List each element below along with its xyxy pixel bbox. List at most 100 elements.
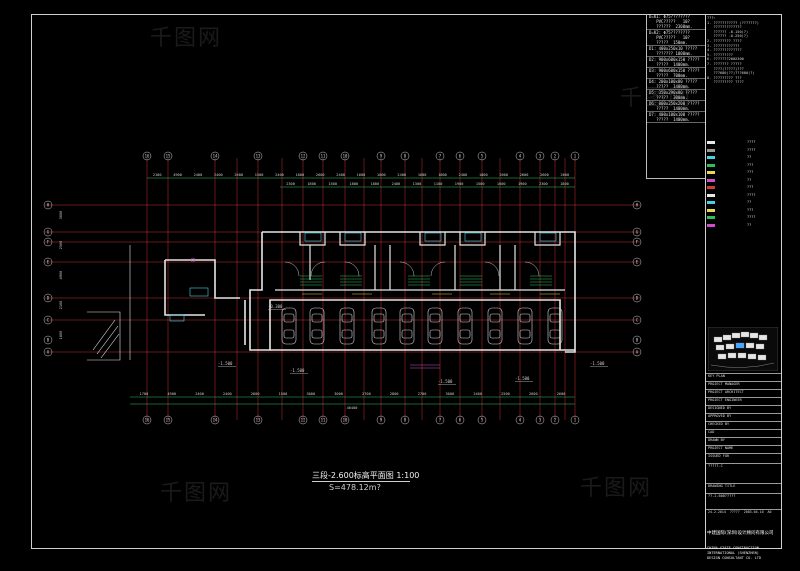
dimension-label: 1800 [296, 173, 305, 177]
fixtures [169, 232, 557, 322]
titleblock-cell: PROJECT MANAGER [706, 381, 781, 387]
axis-bubble [43, 293, 53, 303]
titleblock-cell: PROJECT NAME [706, 445, 781, 451]
legend-label: ???? [747, 147, 756, 152]
axis-label: 6 [459, 418, 462, 423]
dimension-label: 1900 [518, 182, 527, 186]
car [371, 307, 387, 345]
axis-bubble [253, 151, 263, 161]
elevation-label: -0.300 [268, 304, 283, 309]
dimension-label: 1900 [455, 182, 464, 186]
titleblock-cell: DRAWING TITLE [706, 483, 781, 489]
legend-swatch [707, 201, 715, 204]
axis-label: H [47, 203, 50, 208]
axis-label: 10 [343, 154, 348, 159]
axis-bubble [253, 415, 263, 425]
axis-bubble [632, 237, 642, 247]
titleblock-cell: ??-2.600????? [706, 493, 781, 499]
dimension-label: 2400 [392, 182, 401, 186]
axis-label: 5 [481, 418, 484, 423]
axis-bubble [43, 347, 53, 357]
axis-label: D [47, 296, 50, 301]
axis-label: 3 [539, 418, 542, 423]
legend-label: ?? [747, 177, 752, 182]
axis-bubble [400, 151, 410, 161]
titleblock-cell: KEY PLAN [706, 373, 781, 379]
axis-bubble [210, 415, 220, 425]
axis-label: C [47, 318, 50, 323]
titleblock-cell: PROJECT ARCHITECT [706, 389, 781, 395]
dimension-label: 1800 [377, 173, 386, 177]
dimension-label: 2400 [214, 173, 223, 177]
legend-swatch [707, 178, 715, 182]
axis-bubble [142, 151, 152, 161]
axis-label: 9 [380, 154, 383, 159]
titleblock-cell: DESIGNED BY [706, 405, 781, 411]
axis-label: G [47, 230, 50, 235]
title-block [705, 14, 782, 549]
elevation-label: -1.500 [515, 376, 530, 381]
note-row: D1: 400x250x10 ????? ??????? 1800mm. [647, 46, 705, 57]
axis-bubble [43, 315, 53, 325]
dimension-label: 2700 [418, 392, 427, 396]
axis-label: E [636, 260, 639, 265]
notes-panel: D=K1: Φ75???????? PVC????? 10? ?????? 23… [646, 14, 705, 179]
axis-label: 15 [166, 418, 171, 423]
titleblock-cell: CAD [706, 429, 781, 435]
legend-label: ??? [747, 207, 754, 212]
dimension-label: 1600 [497, 182, 506, 186]
axis-label: 16 [145, 154, 150, 159]
dimension-label: 1500 [476, 182, 485, 186]
car [547, 307, 563, 345]
dimension-label: 4900 [173, 173, 182, 177]
axis-label: H [636, 203, 639, 208]
dimension-label: 2600 [251, 392, 260, 396]
dimension-label: 2600 [557, 392, 566, 396]
axis-label: C [636, 318, 639, 323]
axis-bubble [535, 151, 545, 161]
dimension-label: 3000 [446, 392, 455, 396]
axis-label: 14 [213, 154, 218, 159]
titleblock-cell: PROJECT ENGINEER [706, 397, 781, 403]
axis-label: 12 [301, 154, 306, 159]
elevation-label: -1.500 [590, 361, 605, 366]
note-row: D5: 350x290x80 ????? ????? 300mm. [647, 90, 705, 101]
watermark: 千图网 [580, 476, 653, 501]
axis-label: 16 [145, 418, 150, 423]
dimension-label: 2800 [390, 392, 399, 396]
axis-bubble [376, 415, 386, 425]
car [457, 307, 473, 345]
axis-label: 1 [574, 418, 577, 423]
axis-label: F [47, 240, 50, 245]
legend-swatch [707, 148, 715, 152]
axis-bubble [376, 151, 386, 161]
dimension-label: 2400 [473, 392, 482, 396]
revision-row: 24-2-2014 ????? 2003.04.10 A0 [706, 509, 781, 515]
note-row: D=K2: Φ75???????? PVC????? 10? ????? 150… [647, 30, 705, 46]
dimension-label: 2600 [529, 392, 538, 396]
plan-caption: 三段-2.600标高平面图 1:100 [312, 471, 420, 480]
dimension-label: 4900 [167, 392, 176, 396]
legend-label: ???? [747, 140, 756, 144]
axis-bubble [298, 415, 308, 425]
axis-label: 3 [539, 154, 542, 159]
legend-label: ?? [747, 222, 752, 227]
legend-swatch [707, 208, 715, 212]
legend-label: ??? [747, 170, 754, 174]
dimension-label: 1800 [438, 173, 447, 177]
car [399, 307, 415, 345]
axis-label: A [636, 350, 639, 355]
dimension-label: 2300 [539, 182, 548, 186]
car [281, 307, 297, 345]
axis-bubble [455, 151, 465, 161]
axis-label: 8 [404, 418, 407, 423]
titleblock-cell: CHECKED BY [706, 421, 781, 427]
note-row: D2: 900x600x150 ????? ????? 1400mm. [647, 57, 705, 68]
dimension-label: 2500 [501, 392, 510, 396]
titleblock-cell: ?????-C [706, 463, 781, 469]
elevation-label: -1.500 [438, 379, 453, 384]
legend-label: ??? [747, 185, 754, 189]
watermark: 千图网 [150, 26, 223, 51]
axis-label: 14 [213, 418, 218, 423]
